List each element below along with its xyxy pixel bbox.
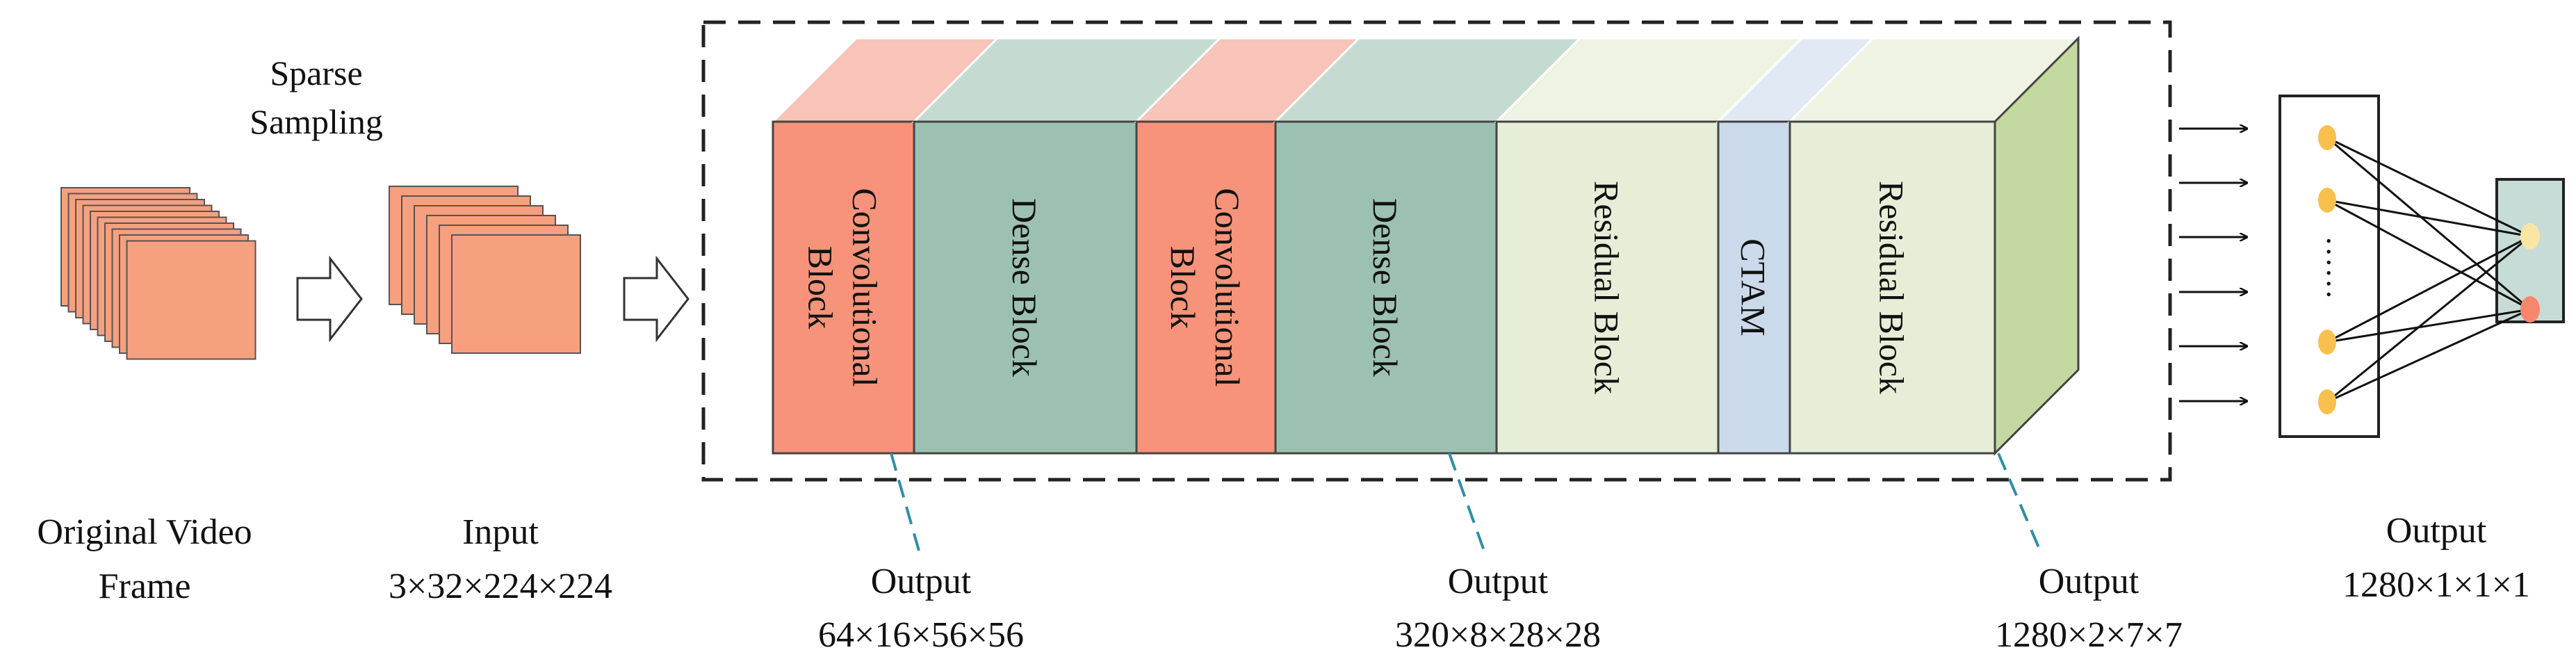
fc-input-node — [2318, 389, 2336, 414]
sparse-sampling-label-line1: Sparse — [270, 54, 362, 92]
video-frame — [451, 234, 581, 354]
fc-ellipsis: …… — [2320, 236, 2356, 300]
fc-connections — [2326, 136, 2531, 403]
conv-block-2-label: Block — [1164, 246, 1203, 329]
conv-block-1 — [772, 120, 915, 455]
fc-connection — [2326, 199, 2531, 311]
input-label-title: Input — [462, 512, 539, 552]
fc-connection — [2326, 235, 2531, 403]
fc-connection — [2326, 308, 2531, 403]
residual-block-2 — [1788, 120, 1996, 455]
fc-input-node — [2318, 188, 2336, 213]
output-2-title: Output — [1448, 562, 1549, 601]
original-frame-label-line1: Original Video — [37, 512, 252, 552]
conv-block-1-label: Block — [801, 246, 840, 329]
fc-connection — [2326, 308, 2531, 343]
original-frame-label-line2: Frame — [99, 567, 191, 606]
output-leader-line — [890, 453, 920, 551]
output-leader-line — [1997, 453, 2041, 551]
output-4-title: Output — [2386, 511, 2487, 551]
fc-input-node — [2318, 125, 2336, 150]
network-dashed-frame — [701, 20, 2172, 482]
output-4-dims: 1280×1×1×1 — [2342, 565, 2530, 605]
output-1-dims: 64×16×56×56 — [818, 615, 1024, 655]
output-leader-line — [1448, 453, 1485, 551]
conv-block-2-label: Convolutional — [1208, 188, 1247, 387]
fc-input-node — [2318, 330, 2336, 355]
video-frame — [126, 240, 256, 360]
residual-block-2-label: Residual Block — [1873, 181, 1911, 394]
dense-block-1 — [913, 120, 1138, 455]
conv-block-1-label: Convolutional — [846, 188, 885, 387]
fc-output-node — [2520, 296, 2540, 323]
fc-connection — [2326, 199, 2531, 238]
fc-nodes — [2318, 125, 2540, 414]
fc-input-panel — [2279, 95, 2380, 438]
stack-side-face — [1994, 35, 2080, 456]
output-1-title: Output — [871, 562, 972, 601]
fc-connection — [2326, 235, 2531, 343]
output-3-dims: 1280×2×7×7 — [1995, 615, 2183, 655]
hollow-arrow-icon — [296, 255, 363, 343]
feature-arrows — [2179, 129, 2247, 401]
dense-block-2-label: Dense Block — [1366, 198, 1405, 377]
hollow-arrow-icon — [623, 255, 690, 343]
fc-output-node — [2520, 223, 2540, 250]
input-label-dims: 3×32×224×224 — [389, 567, 612, 606]
residual-block-1 — [1495, 120, 1720, 455]
output-3-title: Output — [2039, 562, 2139, 601]
output-2-dims: 320×8×28×28 — [1395, 615, 1601, 655]
original-frame-stack — [60, 187, 256, 360]
fc-connection — [2326, 136, 2531, 238]
conv-block-2 — [1135, 120, 1277, 455]
residual-block-1-label: Residual Block — [1588, 181, 1627, 394]
fc-connection — [2326, 136, 2531, 311]
dense-block-2 — [1274, 120, 1498, 455]
input-frame-stack — [389, 186, 581, 354]
ctam-block — [1717, 120, 1791, 455]
dense-block-1-label: Dense Block — [1005, 198, 1044, 377]
sparse-sampling-label-line2: Sampling — [250, 102, 383, 141]
ctam-block-label: CTAM — [1734, 238, 1773, 336]
